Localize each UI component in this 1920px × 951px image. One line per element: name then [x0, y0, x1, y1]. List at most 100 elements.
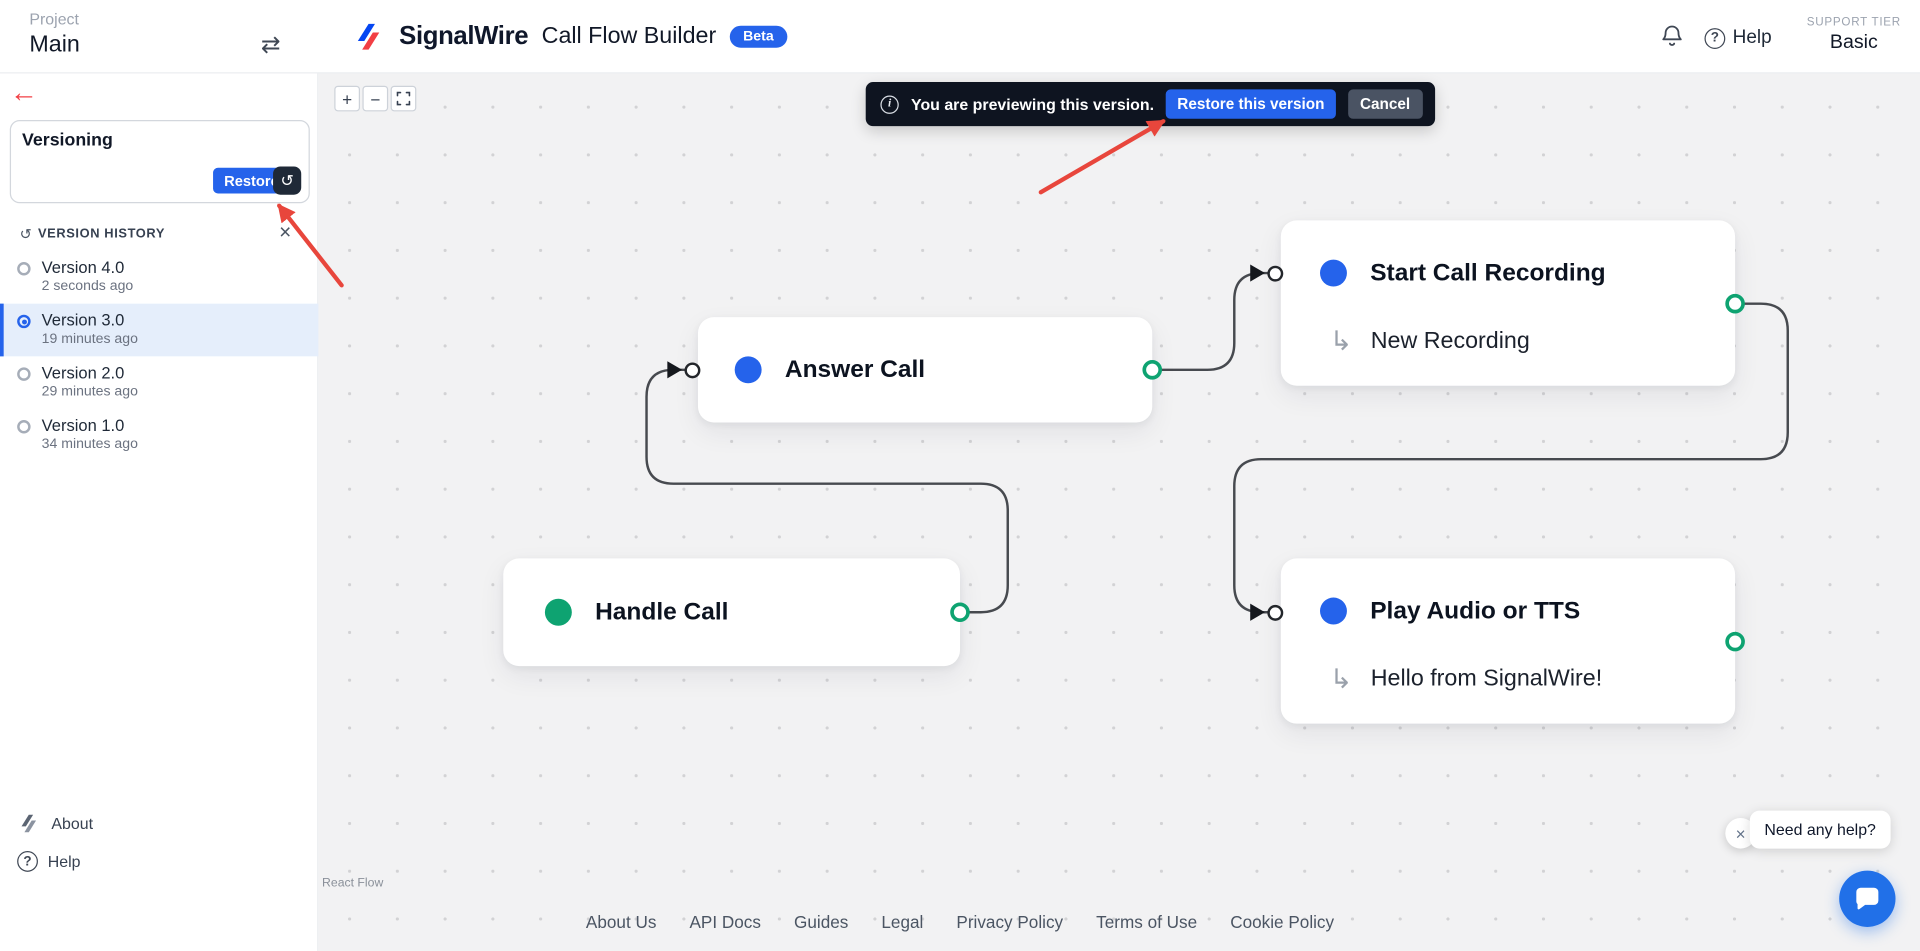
branch-arrow-icon: ↳	[1329, 663, 1353, 695]
input-handle[interactable]	[1250, 264, 1284, 282]
version-radio-icon	[17, 314, 31, 329]
versioning-sidebar: ← Versioning Restore ↺ ↺ VERSION HISTORY…	[0, 73, 319, 951]
brand-name: SignalWire	[399, 22, 529, 51]
node-play-audio-or-tts[interactable]: Play Audio or TTS ↳ Hello from SignalWir…	[1250, 558, 1745, 724]
node-handle-call[interactable]: Handle Call	[503, 558, 970, 667]
version-radio-icon	[17, 367, 31, 381]
version-name: Version 4.0	[41, 258, 125, 277]
version-radio-icon	[17, 262, 31, 276]
footer-links: About Us API Docs Guides Legal Privacy P…	[586, 912, 1334, 932]
footer-link-about-us[interactable]: About Us	[585, 912, 657, 932]
flow-canvas[interactable]	[318, 73, 1920, 951]
node-start-call-recording[interactable]: Start Call Recording ↳ New Recording	[1250, 220, 1745, 386]
node-title: Play Audio or TTS	[1370, 597, 1581, 625]
input-arrow-icon	[1250, 264, 1265, 282]
fit-view-button[interactable]	[390, 85, 417, 112]
app-title: Call Flow Builder	[541, 23, 717, 49]
node-status-dot	[544, 598, 572, 626]
node-title: Handle Call	[595, 598, 729, 626]
input-port-icon[interactable]	[1267, 604, 1284, 621]
footer-link-api-docs[interactable]: API Docs	[689, 912, 761, 932]
zoom-controls: + −	[334, 85, 417, 112]
version-radio-icon	[17, 420, 31, 434]
about-label: About	[51, 814, 94, 833]
help-label: Help	[1732, 26, 1772, 48]
versioning-panel: Versioning Restore ↺	[9, 120, 310, 204]
version-name: Version 2.0	[41, 363, 125, 383]
node-answer-call[interactable]: Answer Call	[667, 317, 1163, 423]
cancel-button[interactable]: Cancel	[1347, 89, 1423, 119]
version-time: 2 seconds ago	[41, 279, 134, 294]
signalwire-logo-icon	[357, 23, 380, 50]
footer-link-legal[interactable]: Legal	[881, 912, 924, 932]
input-handle[interactable]	[1250, 603, 1284, 621]
version-time: 34 minutes ago	[41, 437, 138, 452]
react-flow-attribution[interactable]: React Flow	[322, 876, 384, 891]
input-handle[interactable]	[667, 361, 701, 379]
beta-badge: Beta	[729, 25, 788, 48]
support-tier-label: SUPPORT TIER	[1806, 15, 1901, 30]
brand-row: SignalWire Call Flow Builder Beta	[351, 0, 788, 73]
footer-link-cookie-policy[interactable]: Cookie Policy	[1230, 912, 1335, 932]
help-button[interactable]: ? Help	[1704, 22, 1772, 54]
info-icon: i	[880, 94, 899, 114]
support-tier: SUPPORT TIER Basic	[1805, 16, 1903, 54]
zoom-out-button[interactable]: −	[362, 85, 389, 112]
version-name: Version 3.0	[41, 311, 125, 330]
node-status-dot	[1320, 597, 1347, 625]
node-title: Start Call Recording	[1370, 259, 1606, 287]
project-name: Main	[29, 31, 80, 58]
fit-view-icon	[396, 91, 411, 106]
notifications-bell-icon[interactable]	[1656, 22, 1688, 54]
back-arrow-button[interactable]: ←	[9, 75, 38, 108]
node-status-dot	[1320, 259, 1347, 287]
version-time: 29 minutes ago	[41, 384, 138, 400]
history-icon: ↺	[19, 225, 32, 243]
version-item-selected[interactable]: Version 3.0 19 minutes ago	[0, 303, 319, 357]
footer-link-privacy-policy[interactable]: Privacy Policy	[956, 912, 1064, 932]
node-subtitle: Hello from SignalWire!	[1370, 666, 1603, 692]
chat-bubble-icon	[1856, 887, 1879, 910]
question-icon: ?	[1704, 27, 1726, 49]
input-arrow-icon	[1250, 603, 1265, 621]
top-header: Project Main ⇄ SignalWire Call Flow Buil…	[0, 0, 1920, 74]
node-subtitle: New Recording	[1370, 328, 1530, 354]
input-port-icon[interactable]	[684, 361, 701, 378]
version-history-icon-button[interactable]: ↺	[273, 166, 302, 195]
chat-launcher-button[interactable]	[1839, 870, 1896, 927]
restore-this-version-button[interactable]: Restore this version	[1166, 89, 1336, 119]
preview-version-toast: i You are previewing this version. Resto…	[865, 82, 1435, 127]
project-label: Project	[29, 9, 79, 29]
version-item[interactable]: Version 1.0 34 minutes ago	[0, 409, 318, 462]
branch-arrow-icon: ↳	[1329, 325, 1353, 357]
chat-tooltip: Need any help?	[1749, 810, 1891, 849]
support-tier-value: Basic	[1829, 31, 1878, 53]
versioning-title: Versioning	[22, 131, 113, 151]
version-time: 19 minutes ago	[41, 331, 138, 347]
version-list: Version 4.0 2 seconds ago Version 3.0 19…	[0, 251, 319, 462]
version-name: Version 1.0	[41, 416, 125, 435]
node-status-dot	[734, 356, 762, 384]
toast-message: You are previewing this version.	[911, 94, 1155, 114]
output-handle[interactable]	[950, 602, 970, 623]
input-port-icon[interactable]	[1267, 265, 1284, 282]
version-item[interactable]: Version 2.0 29 minutes ago	[0, 356, 318, 409]
output-handle[interactable]	[1142, 360, 1163, 380]
signalwire-mark-icon	[21, 814, 37, 833]
output-handle[interactable]	[1725, 631, 1745, 651]
version-history-header: ↺ VERSION HISTORY ×	[0, 220, 318, 246]
sidebar-item-about[interactable]: About	[17, 812, 93, 835]
node-subitem: ↳ Hello from SignalWire!	[1281, 664, 1735, 696]
close-history-icon[interactable]: ×	[279, 220, 292, 244]
version-history-label: VERSION HISTORY	[37, 226, 166, 242]
zoom-in-button[interactable]: +	[334, 85, 361, 112]
switch-project-icon[interactable]: ⇄	[252, 29, 289, 61]
footer-link-guides[interactable]: Guides	[794, 912, 849, 932]
output-handle[interactable]	[1725, 293, 1745, 313]
version-item[interactable]: Version 4.0 2 seconds ago	[0, 251, 318, 304]
footer-link-terms-of-use[interactable]: Terms of Use	[1096, 912, 1198, 932]
input-arrow-icon	[667, 361, 683, 379]
question-icon: ?	[17, 851, 38, 872]
node-subitem: ↳ New Recording	[1281, 326, 1735, 358]
sidebar-item-help[interactable]: ? Help	[17, 851, 81, 872]
